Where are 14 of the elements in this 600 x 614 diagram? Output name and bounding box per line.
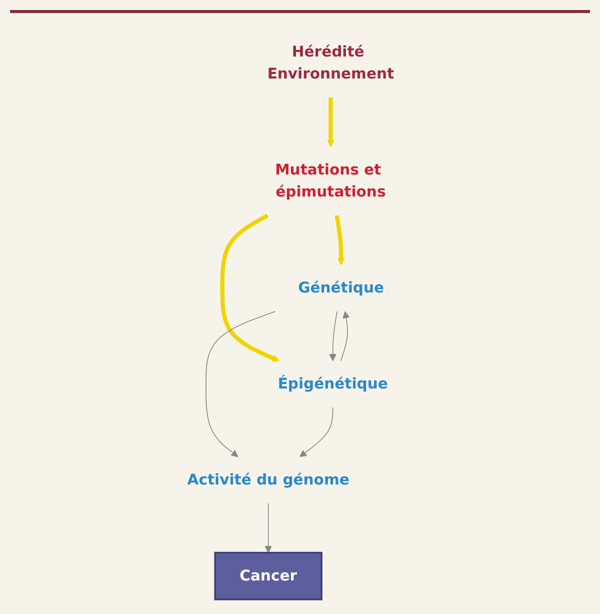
arrow [206,311,276,458]
node-text: Hérédité Environnement [267,43,394,83]
arrow [340,311,350,362]
node-text: Épigénétique [278,376,388,393]
arrow [329,311,338,362]
node-text: Génétique [298,280,384,297]
arrow [264,503,272,554]
arrow [220,214,280,362]
arrow [299,407,334,458]
arrow [327,97,334,147]
node-box: Cancer [214,552,322,600]
node-text: Mutations et épimutations [275,161,386,201]
node-text: Activité du génome [187,471,350,489]
arrow [334,215,345,266]
